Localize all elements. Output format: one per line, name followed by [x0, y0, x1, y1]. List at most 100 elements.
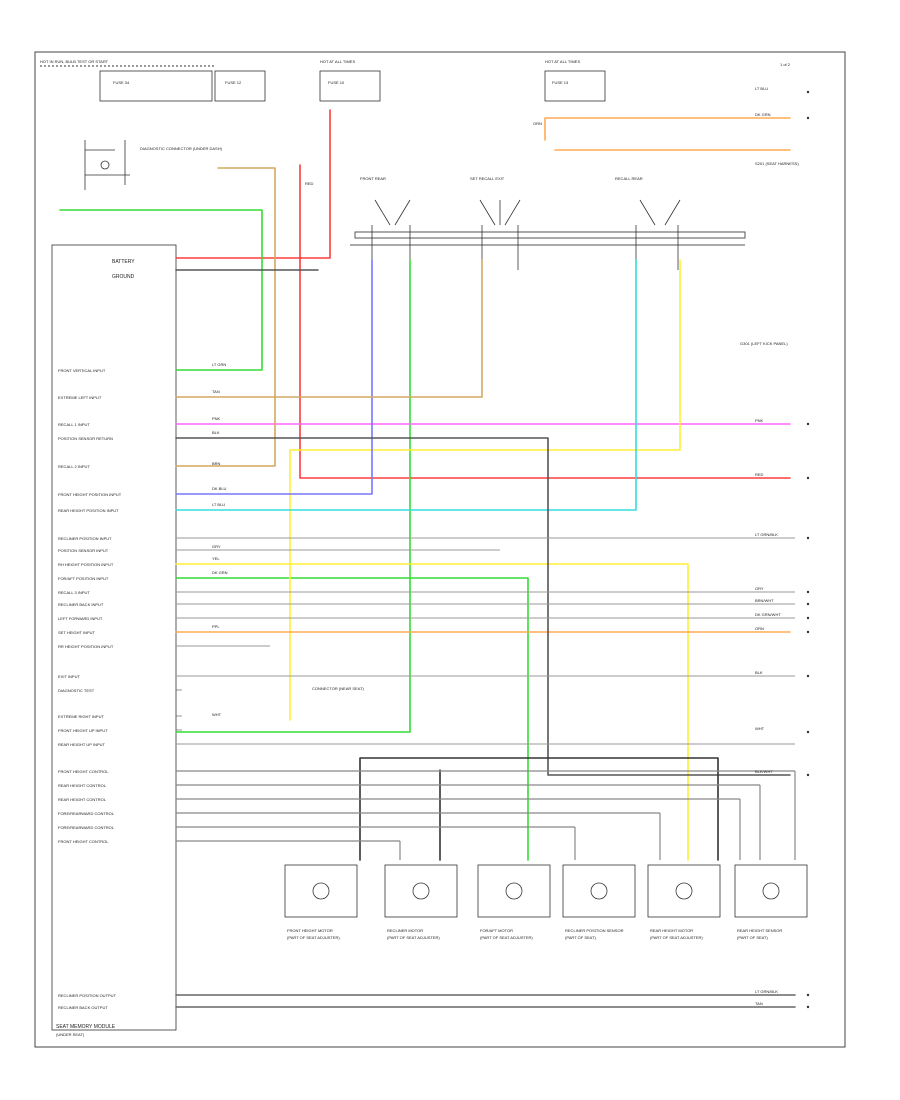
module-pin-label: POSITION SENSOR RETURN — [58, 436, 113, 441]
motor-label: FOR/AFT MOTOR — [480, 928, 513, 933]
switch-group-3-label: RECALL REAR — [615, 176, 643, 181]
motor-box — [734, 864, 808, 918]
ground-note: G301 (LEFT KICK PANEL) — [740, 341, 788, 346]
wire-green-front-up — [175, 259, 411, 733]
motor-sub: (PART OF SEAT ADJUSTER) — [387, 935, 440, 940]
right-label: BLK/WHT — [755, 769, 773, 774]
gray-signal-lines — [176, 537, 795, 745]
tag-dkblu: DK BLU — [212, 486, 227, 491]
right-terminal — [806, 730, 810, 734]
wire-red-recall2 — [299, 164, 791, 479]
module-subtitle: (UNDER SEAT) — [56, 1032, 85, 1037]
module-pin-label: RECLINER BACK OUTPUT — [58, 1005, 108, 1010]
tag-yel: YEL — [212, 556, 220, 561]
motor-box — [284, 864, 358, 918]
right-terminal — [806, 90, 810, 94]
right-terminal — [806, 602, 810, 606]
motor-symbol — [590, 882, 608, 900]
tag-pnk: PNK — [212, 416, 221, 421]
motor-label: RECLINER MOTOR — [387, 928, 423, 933]
module-pin-label: FORE/REARWARD CONTROL — [58, 811, 115, 816]
motor-symbol — [505, 882, 523, 900]
switch-group-1 — [371, 199, 411, 270]
fuse-box-2 — [214, 70, 266, 102]
wire-green-forward — [175, 577, 529, 861]
fuse-label-2: FUSE 12 — [225, 80, 242, 85]
fuse-box-1 — [99, 70, 213, 102]
motor-boxes: FRONT HEIGHT MOTOR (PART OF SEAT ADJUSTER… — [284, 864, 808, 940]
tag-ppl: PPL — [212, 624, 220, 629]
hot-at-all-times-1: HOT AT ALL TIMES — [320, 59, 355, 64]
wire-tan-recall2 — [175, 167, 276, 467]
motor-box — [384, 864, 458, 918]
tag-ltgrn: LT GRN — [212, 362, 226, 367]
right-terminal — [806, 116, 810, 120]
control-lines — [176, 770, 796, 860]
right-terminal — [806, 616, 810, 620]
wire-orange-top-1 — [544, 117, 791, 141]
right-terminal — [806, 476, 810, 480]
fuse-box-3 — [319, 70, 381, 102]
module-pin-label: POSITION SENSOR INPUT — [58, 548, 109, 553]
motor-sub: (PART OF SEAT) — [737, 935, 768, 940]
motor-label: RECLINER POSITION SENSOR — [565, 928, 624, 933]
right-label: RED — [755, 472, 764, 477]
tag-blk: BLK — [212, 430, 220, 435]
right-label: PNK — [755, 418, 764, 423]
tag-brn: BRN — [212, 461, 221, 466]
switch-splice-note: S201 (SEAT HARNESS) — [755, 161, 799, 166]
tag-tan: TAN — [212, 389, 220, 394]
module-pin-label: RECLINER POSITION OUTPUT — [58, 993, 117, 998]
module-pin-label: REAR HEIGHT CONTROL — [58, 797, 107, 802]
page-ref: 1 of 2 — [780, 62, 791, 67]
motor-sub: (PART OF SEAT ADJUSTER) — [287, 935, 340, 940]
motor-label: FRONT HEIGHT MOTOR — [287, 928, 333, 933]
motor-label: REAR HEIGHT MOTOR — [650, 928, 693, 933]
right-terminal — [806, 590, 810, 594]
motor-label: REAR HEIGHT SENSOR — [737, 928, 782, 933]
module-pin-label: SET HEIGHT INPUT — [58, 630, 96, 635]
motor-box — [477, 864, 551, 918]
module-pin-label: RECALL 2 INPUT — [58, 464, 90, 469]
tag-orn: ORN — [533, 121, 542, 126]
motor-symbol — [762, 882, 780, 900]
wire-blue-front-height — [175, 259, 373, 495]
module-pin-label: EXIT INPUT — [58, 674, 80, 679]
hot-at-all-times-2: HOT AT ALL TIMES — [545, 59, 580, 64]
connector-note: CONNECTOR (NEAR SEAT) — [312, 686, 365, 691]
right-terminal — [806, 993, 810, 997]
diag-connector-note: DIAGNOSTIC CONNECTOR (UNDER DASH) — [140, 146, 223, 151]
right-label: BLK — [755, 670, 763, 675]
module-pin-label: FRONT HEIGHT CONTROL — [58, 769, 109, 774]
switch-group-2 — [479, 199, 521, 270]
motor-symbol — [675, 882, 693, 900]
switch-group-2-label: SET RECALL EXIT — [470, 176, 505, 181]
motor-sub: (PART OF SEAT) — [565, 935, 596, 940]
fuse-label-4: FUSE 13 — [552, 80, 569, 85]
wire-yellow-rh-height — [175, 563, 689, 861]
module-pin-label: EXTREME LEFT INPUT — [58, 395, 102, 400]
motor-box — [647, 864, 721, 918]
right-label: WHT — [755, 726, 765, 731]
module-pin-label: REAR HEIGHT POSITION INPUT — [58, 508, 119, 513]
motor-symbol — [312, 882, 330, 900]
wire-black-sensor-return — [175, 437, 791, 776]
motor-box — [562, 864, 636, 918]
module-ground-label: GROUND — [112, 274, 135, 280]
hot-in-run-label: HOT IN RUN, BULB TEST OR START — [40, 59, 109, 64]
switch-bar-top — [354, 231, 746, 239]
module-pin-label: FORE/REARWARD CONTROL — [58, 825, 115, 830]
module-pin-label: FRONT HEIGHT UP INPUT — [58, 728, 108, 733]
wire-cyan-rear-height — [175, 259, 637, 511]
right-label: TAN — [755, 1001, 763, 1006]
module-pin-label: RR HEIGHT POSITION INPUT — [58, 644, 114, 649]
tag-gry: GRY — [212, 544, 221, 549]
right-terminal — [806, 1005, 810, 1009]
module-pin-label: RECALL 3 INPUT — [58, 590, 90, 595]
right-label: GRY — [755, 586, 764, 591]
module-battery-label: BATTERY — [112, 259, 135, 265]
right-label: DK GRN/WHT — [755, 612, 781, 617]
right-terminal — [806, 536, 810, 540]
right-label: ORN — [755, 626, 764, 631]
